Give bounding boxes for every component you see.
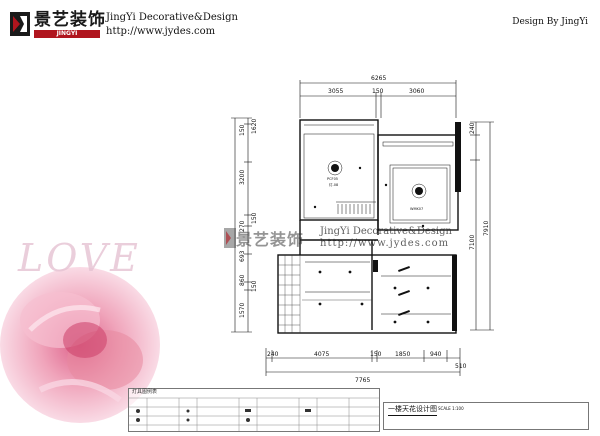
- dim-bottom-b: 4075: [314, 351, 329, 358]
- dim-bottom-d: 1850: [395, 351, 410, 358]
- company-name: JingYi Decorative&Design: [106, 12, 238, 23]
- dim-left-b: 1620: [251, 119, 258, 134]
- design-credit: Design By JingYi: [512, 17, 588, 27]
- lighting-legend-table: [128, 388, 380, 432]
- brand-name: 景艺装饰: [34, 10, 106, 30]
- watermark-brand: 景艺装饰: [236, 230, 305, 249]
- dim-left-e: 150: [251, 212, 258, 224]
- dim-bottom-total: 7765: [355, 377, 370, 384]
- dim-left-a: 150: [239, 124, 246, 136]
- dim-left-h: 150: [251, 280, 258, 292]
- dim-bottom-f: 510: [455, 363, 467, 370]
- dim-right-a: 240: [469, 122, 476, 134]
- dim-top-right: 3060: [409, 88, 424, 95]
- dim-bottom-c: 150: [370, 351, 382, 358]
- dim-left-d: 270: [239, 220, 246, 232]
- dim-left-i: 1570: [239, 303, 246, 318]
- dim-top-mid: 150: [372, 88, 384, 95]
- dim-left-c: 3200: [239, 170, 246, 185]
- dim-top-total: 6265: [371, 75, 386, 82]
- dim-left-g: 860: [239, 274, 246, 286]
- dim-bottom-a: 240: [267, 351, 279, 358]
- brand-subtitle: JINGYI DECORATION: [34, 30, 100, 45]
- dim-right-b: 7100: [469, 235, 476, 250]
- watermark-company: JingYi Decorative&Design: [320, 226, 452, 237]
- drawing-scale: SCALE 1:100: [438, 406, 464, 411]
- drawing-title: 一楼天花设计图: [388, 404, 437, 416]
- love-watermark: LOVE: [18, 236, 141, 280]
- room-label-left-small: 灯-08: [329, 182, 338, 187]
- dim-bottom-e: 940: [430, 351, 442, 358]
- dim-left-f: 693: [239, 250, 246, 262]
- company-url: http://www.jydes.com: [106, 26, 216, 37]
- dim-top-left: 3055: [328, 88, 343, 95]
- watermark-logo-icon: [224, 228, 236, 248]
- title-block: [383, 402, 589, 430]
- watermark-url: http://www.jydes.com: [320, 238, 450, 249]
- room-label-left: PCF05: [327, 177, 338, 181]
- rose-decoration-icon: [0, 267, 160, 423]
- room-label-right: WMK07: [410, 207, 423, 211]
- brand-logo-icon: [10, 12, 30, 36]
- legend-title: 灯具图例表: [132, 389, 158, 395]
- dim-right-c: 7910: [483, 221, 490, 236]
